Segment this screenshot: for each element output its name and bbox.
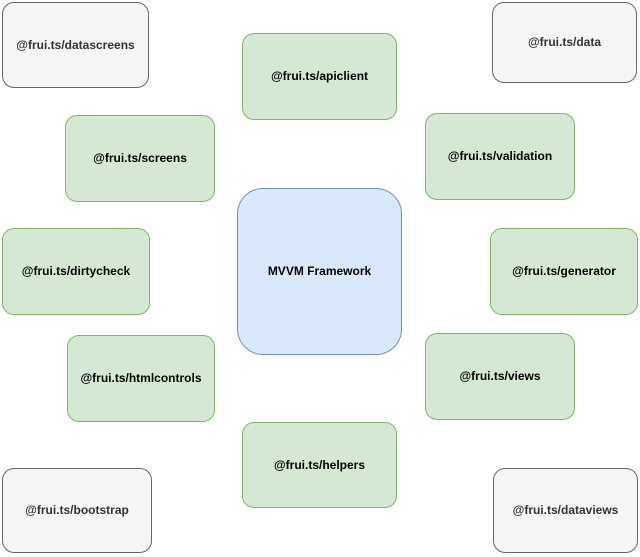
node-views: @frui.ts/views — [425, 333, 575, 420]
node-screens: @frui.ts/screens — [65, 115, 215, 202]
node-label: @frui.ts/bootstrap — [25, 503, 129, 518]
node-validation: @frui.ts/validation — [425, 113, 575, 200]
node-helpers: @frui.ts/helpers — [242, 422, 397, 508]
node-label: @frui.ts/views — [459, 369, 541, 384]
node-label: @frui.ts/apiclient — [270, 69, 369, 84]
node-dataviews: @frui.ts/dataviews — [493, 468, 638, 553]
node-label: @frui.ts/helpers — [273, 457, 366, 472]
node-label: @frui.ts/dirtycheck — [21, 264, 131, 279]
node-label: @frui.ts/validation — [447, 149, 553, 164]
node-generator: @frui.ts/generator — [490, 228, 638, 315]
node-label: @frui.ts/data — [527, 35, 602, 50]
node-label: @frui.ts/datascreens — [16, 37, 135, 52]
node-htmlcontrols: @frui.ts/htmlcontrols — [67, 335, 215, 422]
node-dirtycheck: @frui.ts/dirtycheck — [2, 228, 150, 315]
node-label: @frui.ts/dataviews — [512, 503, 619, 518]
node-label: MVVM Framework — [267, 264, 372, 279]
node-bootstrap: @frui.ts/bootstrap — [2, 468, 152, 553]
node-data: @frui.ts/data — [492, 2, 637, 83]
node-label: @frui.ts/screens — [93, 151, 187, 166]
node-label: @frui.ts/htmlcontrols — [80, 371, 202, 386]
node-apiclient: @frui.ts/apiclient — [242, 33, 397, 120]
node-label: @frui.ts/generator — [512, 264, 616, 279]
node-datascreens: @frui.ts/datascreens — [2, 2, 149, 88]
node-mvvm-framework-center: MVVM Framework — [237, 188, 402, 355]
